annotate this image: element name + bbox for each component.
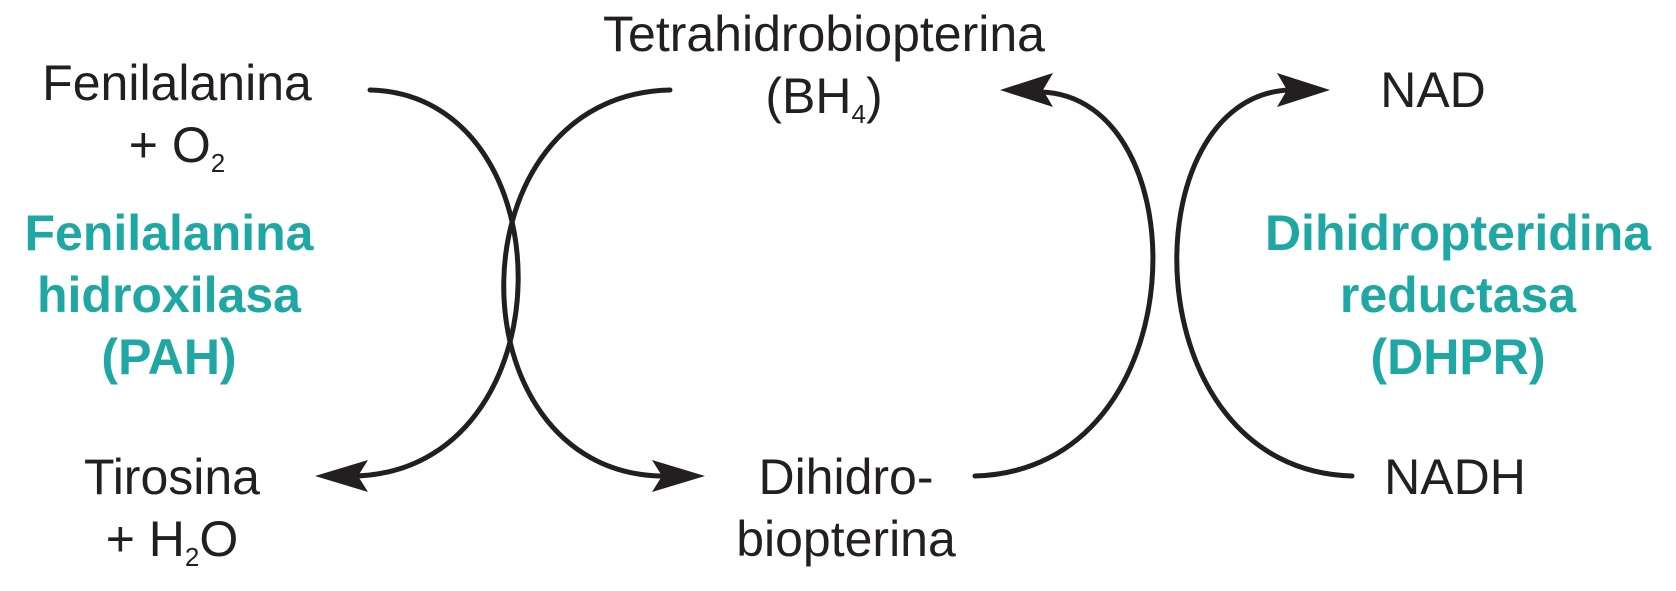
dihydrobiopterin-line2: biopterina (736, 511, 956, 567)
compound-nadh: NADH (1384, 449, 1526, 505)
dihydrobiopterin-line1: Dihidro- (758, 449, 934, 505)
phenylalanine-name: Fenilalanina (42, 55, 312, 111)
pah-line3: (PAH) (101, 329, 237, 385)
arrowhead-dihydrobiopterin (652, 460, 705, 492)
bh4-subscript: 4 (851, 99, 866, 129)
pah-line1: Fenilalanina (24, 205, 314, 261)
enzyme-pah: Fenilalanina hidroxilasa (PAH) (25, 202, 314, 388)
dhpr-line2: reductasa (1339, 267, 1577, 323)
dhpr-line3: (DHPR) (1370, 329, 1546, 385)
tyrosine-name: Tirosina (84, 449, 260, 505)
phenylalanine-cosubstrate: + O2 (42, 114, 312, 176)
dhpr-line1: Dihidropteridina (1264, 205, 1652, 261)
arrow-nadh-to-nad (1174, 87, 1355, 479)
arrow-dihydrobiopterin-to-bh4 (972, 89, 1156, 479)
water-subscript: 2 (184, 542, 200, 572)
arrowhead-nad (1277, 73, 1330, 107)
compound-tyrosine: Tirosina + H2O (84, 446, 260, 570)
bh4-abbreviation: (BH4) (603, 65, 1045, 127)
oxygen-subscript: 2 (210, 148, 226, 178)
tyrosine-coproduct-suffix: O (199, 511, 239, 567)
tyrosine-coproduct: + H2O (84, 508, 260, 570)
tyrosine-coproduct-text: + H (105, 511, 185, 567)
arrowhead-bh4 (1000, 73, 1053, 107)
pah-line2: hidroxilasa (37, 267, 301, 323)
compound-bh4: Tetrahidrobiopterina (BH4) (603, 3, 1045, 127)
compound-dihydrobiopterin: Dihidro- biopterina (736, 446, 956, 570)
bh4-abbreviation-suffix: ) (865, 68, 883, 124)
arrowhead-tyrosine (315, 460, 368, 492)
enzyme-dhpr: Dihidropteridina reductasa (DHPR) (1265, 202, 1651, 388)
arrow-bh4-to-dihydrobiopterin (501, 87, 673, 479)
bh4-name: Tetrahidrobiopterina (603, 6, 1045, 62)
compound-nad: NAD (1380, 62, 1486, 118)
bh4-abbreviation-text: (BH (765, 68, 852, 124)
compound-phenylalanine: Fenilalanina + O2 (42, 52, 312, 176)
phenylalanine-cosubstrate-text: + O (128, 117, 211, 173)
arrow-phenylalanine-to-tyrosine (352, 87, 521, 479)
